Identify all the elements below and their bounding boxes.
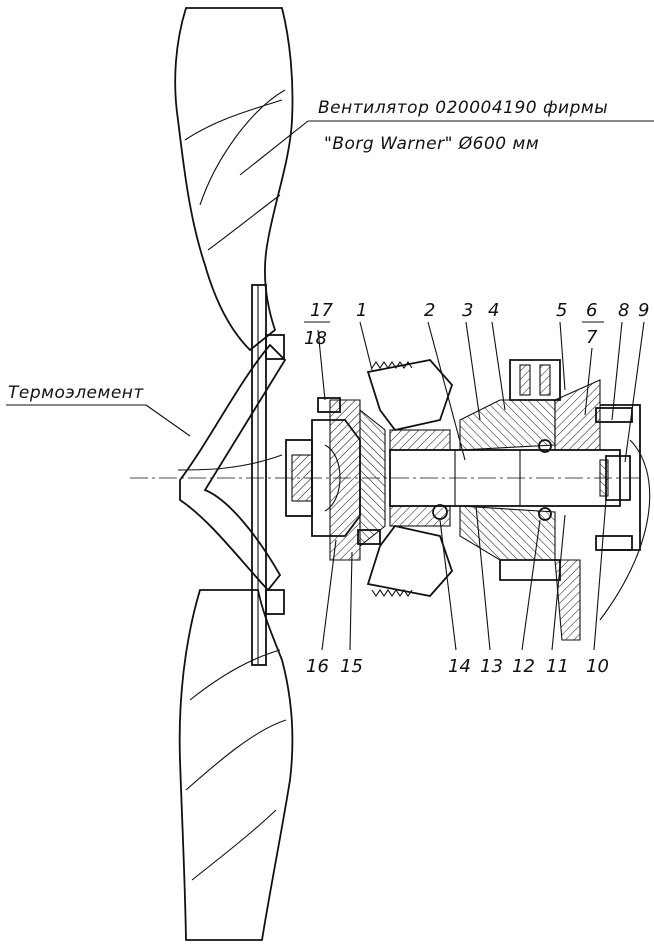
thermo-label-group: Термоэлемент: [6, 383, 191, 437]
callout-5: 5: [556, 300, 567, 321]
callout-6: 6: [586, 300, 597, 321]
callout-9: 9: [638, 300, 649, 321]
callout-4: 4: [488, 300, 499, 321]
right-flange: [554, 379, 651, 641]
callout-8: 8: [618, 300, 629, 321]
thermo-label: Термоэлемент: [8, 383, 144, 403]
callout-1: 1: [356, 300, 367, 321]
callout-15: 15: [340, 656, 363, 677]
bottom-callouts: 16 15 14 13 12 11 10: [306, 499, 609, 677]
callout-3: 3: [462, 300, 473, 321]
callout-10: 10: [586, 656, 609, 677]
top-callouts: 17 18 1 2 3 4 5 6 7 8 9: [304, 300, 649, 463]
callout-17: 17: [310, 300, 333, 321]
callout-12: 12: [512, 656, 535, 677]
fan-caption-line1: Вентилятор 020004190 фирмы: [318, 98, 608, 118]
housing: [459, 359, 561, 581]
pulley: [366, 359, 454, 597]
fan-caption: Вентилятор 020004190 фирмы "Borg Warner"…: [239, 98, 654, 176]
callout-7: 7: [586, 327, 598, 348]
callout-18: 18: [304, 328, 327, 349]
callout-16: 16: [306, 656, 329, 677]
callout-13: 13: [480, 656, 503, 677]
callout-2: 2: [424, 300, 435, 321]
pulley-flange: [317, 397, 386, 561]
fan-caption-line2: "Borg Warner" Ø600 мм: [324, 134, 539, 154]
callout-14: 14: [448, 656, 471, 677]
fan-blades: [174, 7, 294, 941]
callout-11: 11: [546, 656, 569, 677]
